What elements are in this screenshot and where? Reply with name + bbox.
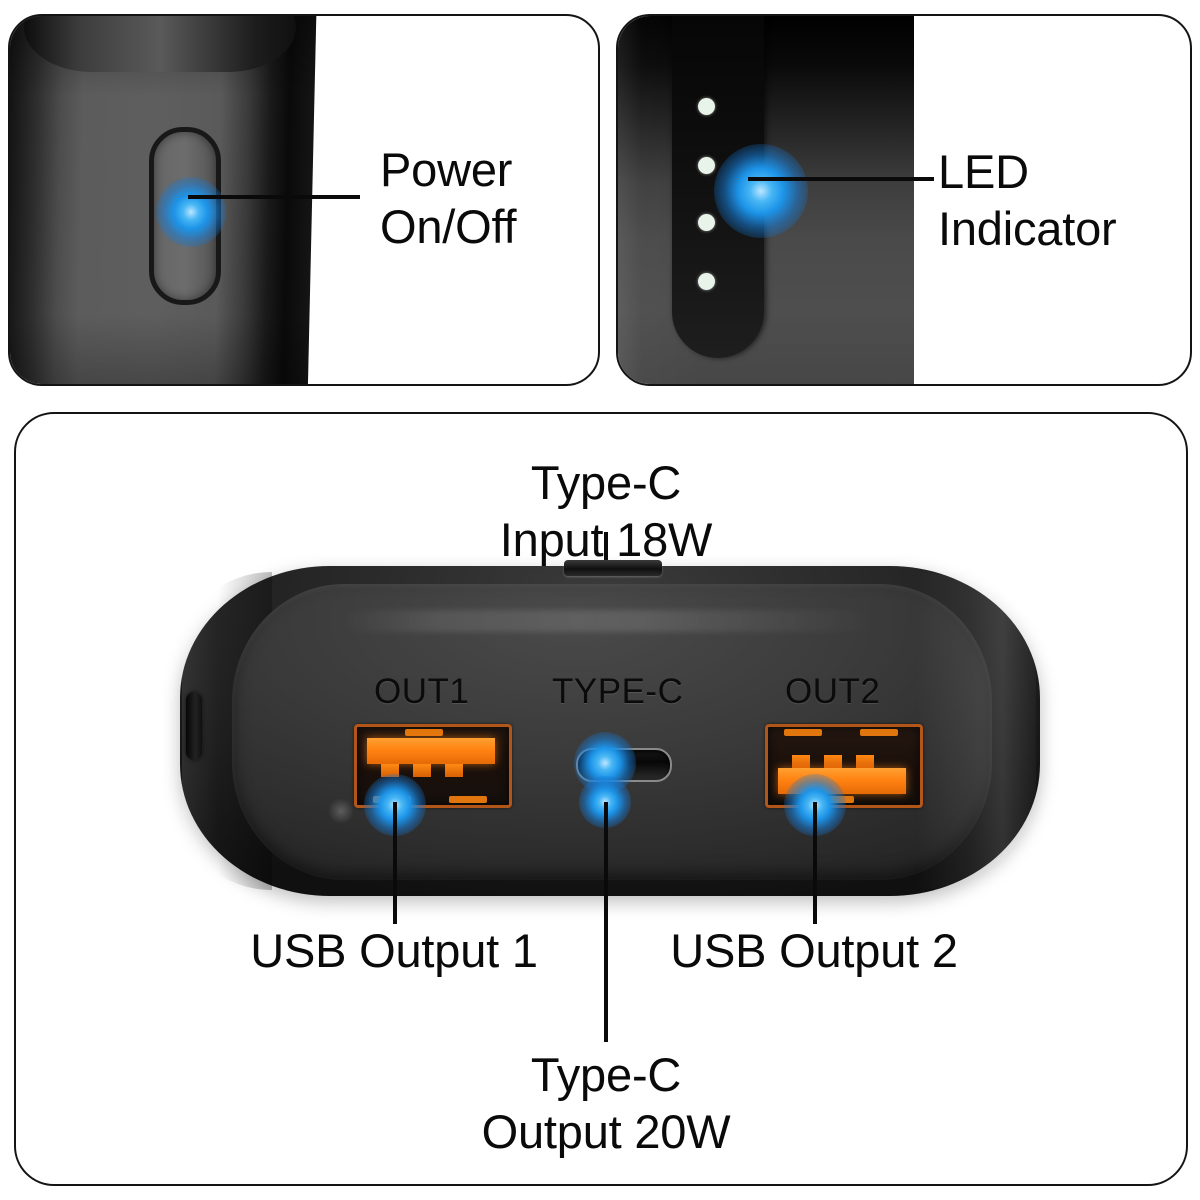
usb1-pin-1 — [381, 764, 399, 777]
usb-a-port-out1[interactable] — [354, 724, 512, 808]
typec-output-callout-label: Type-C Output 20W — [481, 1048, 731, 1159]
power-bank-top-cap — [24, 16, 296, 72]
usb2-pin-2 — [824, 755, 842, 768]
silkscreen-out2: OUT2 — [785, 672, 881, 711]
usb1-clip-top — [405, 729, 443, 736]
led-dot-4 — [698, 273, 715, 290]
led-indicator-strip — [672, 16, 764, 358]
led-leader-line — [748, 177, 934, 181]
panel-power-on-off: Power On/Off — [8, 14, 600, 386]
usb2-pin-3 — [856, 755, 874, 768]
power-bank-device: OUT1 TYPE-C OUT2 — [180, 560, 1040, 896]
usb2-clip-tr — [860, 729, 898, 736]
usb2-pin-1 — [792, 755, 810, 768]
panel-led-indicator: LED Indicator — [616, 14, 1192, 386]
usb-a-port-out2[interactable] — [765, 724, 923, 808]
usb1-pin-2 — [413, 764, 431, 777]
face-highlight — [340, 610, 880, 632]
power-bank-port-face: OUT1 TYPE-C OUT2 — [232, 584, 992, 880]
power-callout-label: Power On/Off — [380, 143, 517, 254]
silkscreen-typec: TYPE-C — [552, 672, 684, 711]
usb2-clip-tl — [784, 729, 822, 736]
usb-output-1-leader-line — [393, 802, 397, 924]
silkscreen-out1: OUT1 — [374, 672, 470, 711]
usb1-tongue — [367, 738, 495, 764]
usb1-clip-bl — [373, 796, 411, 803]
power-button[interactable] — [149, 127, 221, 305]
led-dot-3 — [698, 214, 715, 231]
usb-output-2-leader-line — [813, 802, 817, 924]
typec-input-notch — [564, 560, 662, 576]
led-dot-2 — [698, 157, 715, 174]
power-leader-line — [188, 195, 360, 199]
typec-input-callout-label: Type-C Input 18W — [499, 456, 713, 567]
led-callout-label: LED Indicator — [938, 145, 1117, 256]
face-light-spot — [328, 798, 354, 824]
usb-c-port[interactable] — [576, 748, 672, 782]
usb2-tongue — [778, 768, 906, 794]
power-bank-front-body — [618, 16, 914, 384]
side-button-notch — [186, 692, 202, 760]
usb1-clip-br — [449, 796, 487, 803]
usb1-pin-3 — [445, 764, 463, 777]
typec-output-leader-line — [604, 802, 608, 1042]
usb-output-1-callout-label: USB Output 1 — [250, 924, 538, 977]
panel-ports: Type-C Input 18W OUT1 TYPE-C OUT2 — [14, 412, 1188, 1186]
led-dot-1 — [698, 98, 715, 115]
usb2-clip-bottom — [816, 796, 854, 803]
usb-output-2-callout-label: USB Output 2 — [670, 924, 958, 977]
